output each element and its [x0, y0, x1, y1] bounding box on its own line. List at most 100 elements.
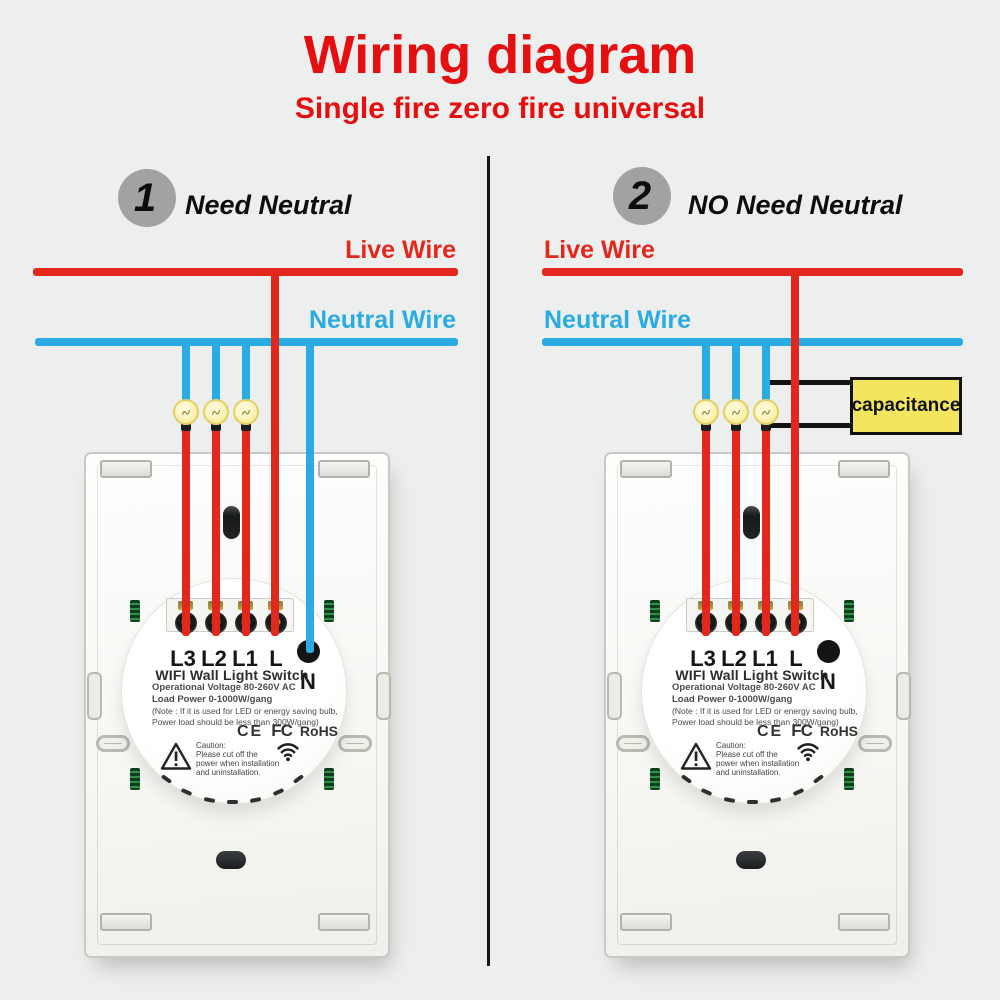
- product-title: WIFI Wall Light Switch: [675, 667, 829, 683]
- wall-switch-device-2: L3 L2 L1 L N WIFI Wall Light Switch Oper…: [604, 452, 911, 958]
- live-wire-to-L-terminal: [791, 268, 799, 636]
- light-bulb-icon: [753, 399, 779, 425]
- mount-clip-bottom-right: [318, 913, 370, 931]
- spec-line: Load Power 0-1000W/gang: [672, 694, 793, 705]
- spec-line: Operational Voltage 80-260V AC: [672, 682, 816, 693]
- green-marker: [844, 768, 854, 790]
- bulb-wire-to-L2: [212, 429, 220, 636]
- warning-triangle-icon: [680, 742, 712, 776]
- light-bulb-icon: [723, 399, 749, 425]
- panel1-neutral-wire-label: Neutral Wire: [308, 306, 456, 334]
- light-bulb-icon: [173, 399, 199, 425]
- mount-clip-top-right: [838, 460, 890, 478]
- terminal-label-l2: L2: [201, 646, 227, 671]
- bottom-button: [736, 851, 766, 869]
- bulb-socket: [241, 422, 251, 431]
- bulb-wire-to-L3: [702, 429, 710, 636]
- bulb-wire-to-L3: [182, 429, 190, 636]
- bulb-socket: [701, 422, 711, 431]
- panel2-number: 2: [628, 173, 652, 218]
- bottom-button: [216, 851, 246, 869]
- bulb-wire-to-L1: [242, 429, 250, 636]
- capacitor-label: capacitance: [851, 395, 961, 416]
- terminal-label-l: L: [269, 646, 283, 671]
- terminal-label-l2: L2: [721, 646, 747, 671]
- mount-clip-bottom-left: [620, 913, 672, 931]
- bulb-wire-to-L2: [732, 429, 740, 636]
- green-marker: [130, 600, 140, 622]
- bulb-socket: [761, 422, 771, 431]
- capacitor-lead-bottom: [766, 423, 852, 428]
- side-slot-right: [338, 735, 372, 752]
- bulb-socket: [731, 422, 741, 431]
- side-latch-right: [376, 672, 391, 720]
- module-dash: [227, 800, 238, 804]
- bulb-socket: [211, 422, 221, 431]
- spec-line: Power load should be less than 300W/gang…: [152, 717, 319, 727]
- ce-mark: CE: [757, 723, 784, 740]
- neutral-drop-to-bulb: [242, 338, 250, 404]
- neutral-drop-to-bulb: [182, 338, 190, 404]
- warning-triangle-icon: [160, 742, 192, 776]
- side-slot-left: [96, 735, 130, 752]
- fcc-mark: FC: [791, 721, 813, 740]
- mount-clip-top-left: [620, 460, 672, 478]
- spec-line: Power load should be less than 300W/gang…: [672, 717, 839, 727]
- neutral-wire-to-N-terminal: [306, 338, 314, 653]
- side-slot-right: [858, 735, 892, 752]
- panel2-live-wire-label: Live Wire: [544, 236, 655, 264]
- panel2-number-badge: 2: [613, 167, 671, 225]
- neutral-terminal-label: N: [820, 669, 836, 694]
- spec-line: Load Power 0-1000W/gang: [152, 694, 273, 705]
- page-subtitle: Single fire zero fire universal: [294, 92, 706, 125]
- side-latch-right: [896, 672, 911, 720]
- mount-clip-top-right: [318, 460, 370, 478]
- page-title: Wiring diagram: [303, 25, 697, 85]
- top-button: [743, 506, 760, 539]
- side-latch-left: [607, 672, 622, 720]
- fcc-mark: FC: [271, 721, 293, 740]
- caution-line: Please cut off the: [196, 750, 258, 759]
- live-wire-horizontal: [542, 268, 963, 276]
- green-marker: [324, 600, 334, 622]
- green-marker: [324, 768, 334, 790]
- terminal-label-l3: L3: [690, 646, 716, 671]
- top-button: [223, 506, 240, 539]
- neutral-wire-horizontal: [542, 338, 963, 346]
- bulb-wire-to-L1: [762, 429, 770, 636]
- light-bulb-icon: [203, 399, 229, 425]
- neutral-drop-to-bulb: [212, 338, 220, 404]
- neutral-terminal: [817, 640, 840, 663]
- capacitor-box: capacitance: [850, 377, 962, 435]
- panel2-heading: NO Need Neutral: [688, 190, 903, 220]
- wifi-icon: [276, 741, 300, 767]
- caution-line: and uninstallation.: [196, 768, 261, 777]
- terminal-label-l3: L3: [170, 646, 196, 671]
- terminal-label-l1: L1: [232, 646, 258, 671]
- side-slot-left: [616, 735, 650, 752]
- light-bulb-icon: [233, 399, 259, 425]
- section-divider: [487, 156, 490, 966]
- green-marker: [130, 768, 140, 790]
- green-marker: [650, 768, 660, 790]
- product-title: WIFI Wall Light Switch: [155, 667, 309, 683]
- terminal-label-l: L: [789, 646, 803, 671]
- wall-switch-device-1: L3 L2 L1 L N WIFI Wall Light Switch Oper…: [84, 452, 391, 958]
- green-marker: [650, 600, 660, 622]
- certification-marks: CE FC RoHS: [757, 721, 858, 741]
- rohs-mark: RoHS: [299, 723, 339, 739]
- ce-mark: CE: [237, 723, 264, 740]
- side-latch-left: [87, 672, 102, 720]
- mount-clip-bottom-left: [100, 913, 152, 931]
- caution-line: and uninstallation.: [716, 768, 781, 777]
- panel1-number-badge: 1: [118, 169, 176, 227]
- caution-line: power when installation: [196, 759, 280, 768]
- neutral-terminal-label: N: [300, 669, 316, 694]
- caution-line: Caution:: [716, 741, 746, 750]
- caution-line: Please cut off the: [716, 750, 778, 759]
- capacitor-lead-top: [766, 380, 852, 385]
- live-wire-to-L-terminal: [271, 268, 279, 636]
- spec-line: (Note : If it is used for LED or energy …: [152, 706, 338, 716]
- spec-line: Operational Voltage 80-260V AC: [152, 682, 296, 693]
